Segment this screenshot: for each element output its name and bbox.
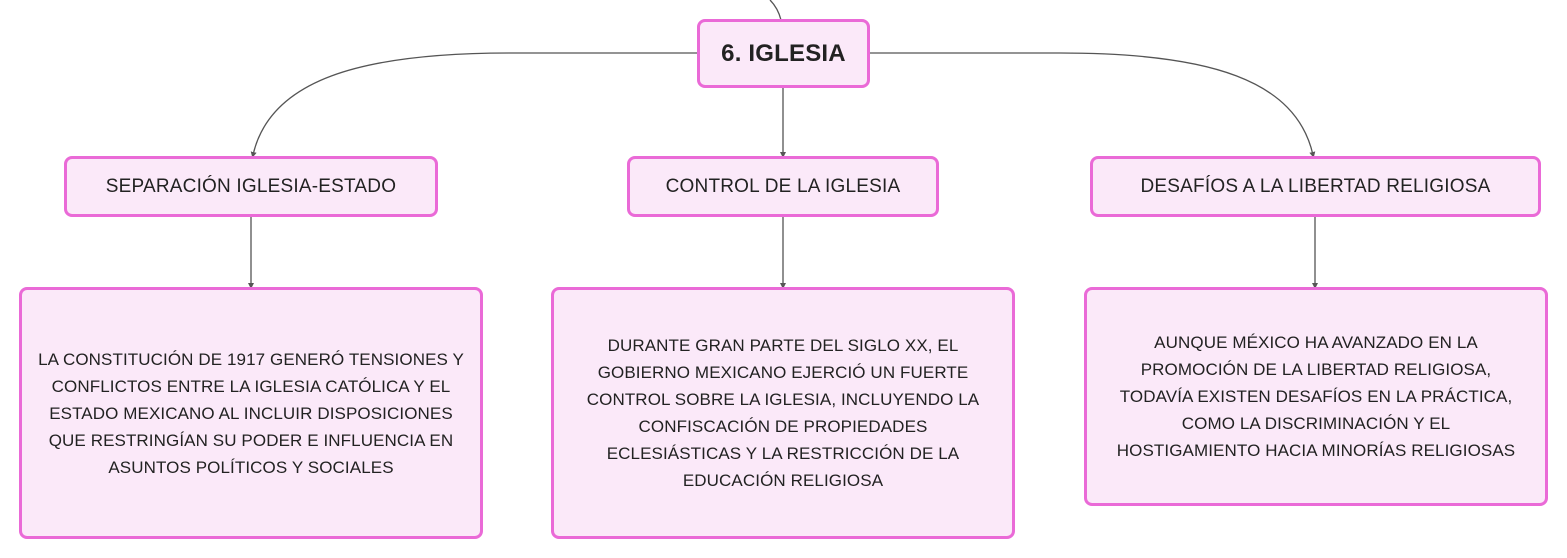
connector-root-to-branch-3 xyxy=(869,52,1316,158)
detail-node-desafios[interactable]: AUNQUE MÉXICO HA AVANZADO EN LA PROMOCIÓ… xyxy=(1084,287,1548,506)
detail-node-control[interactable]: DURANTE GRAN PARTE DEL SIGLO XX, EL GOBI… xyxy=(551,287,1015,539)
detail-line: CONTROL SOBRE LA IGLESIA, INCLUYENDO LA xyxy=(586,390,980,409)
detail-line: ASUNTOS POLÍTICOS Y SOCIALES xyxy=(108,457,394,477)
branch-node-desafios[interactable]: DESAFÍOS A LA LIBERTAD RELIGIOSA xyxy=(1090,156,1541,217)
detail-line: PROMOCIÓN DE LA LIBERTAD RELIGIOSA, xyxy=(1140,360,1492,379)
branch-node-control[interactable]: CONTROL DE LA IGLESIA xyxy=(627,156,939,217)
detail-line: AUNQUE MÉXICO HA AVANZADO EN LA xyxy=(1154,333,1478,352)
detail-line: QUE RESTRINGÍAN SU PODER E INFLUENCIA EN xyxy=(48,430,454,450)
detail-line: CONFLICTOS ENTRE LA IGLESIA CATÓLICA Y E… xyxy=(51,376,451,396)
branch-node-label: DESAFÍOS A LA LIBERTAD RELIGIOSA xyxy=(1140,175,1491,197)
detail-node-separacion[interactable]: LA CONSTITUCIÓN DE 1917 GENERÓ TENSIONES… xyxy=(19,287,483,539)
detail-line: GOBIERNO MEXICANO EJERCIÓ UN FUERTE xyxy=(597,363,969,382)
branch-node-label: SEPARACIÓN IGLESIA-ESTADO xyxy=(105,175,397,197)
root-node[interactable]: 6. IGLESIA xyxy=(697,19,870,88)
detail-line: TODAVÍA EXISTEN DESAFÍOS EN LA PRÁCTICA, xyxy=(1119,387,1513,406)
detail-line: HOSTIGAMIENTO HACIA MINORÍAS RELIGIOSAS xyxy=(1116,441,1516,460)
detail-line: DURANTE GRAN PARTE DEL SIGLO XX, EL xyxy=(607,336,959,355)
connector-parent-to-root xyxy=(769,0,782,21)
detail-line: EDUCACIÓN RELIGIOSA xyxy=(682,471,884,490)
branch-node-label: CONTROL DE LA IGLESIA xyxy=(665,175,901,197)
detail-line: CONFISCACIÓN DE PROPIEDADES xyxy=(638,417,928,436)
detail-line: LA CONSTITUCIÓN DE 1917 GENERÓ TENSIONES… xyxy=(38,349,464,369)
detail-line: COMO LA DISCRIMINACIÓN Y EL xyxy=(1181,414,1451,433)
detail-node-text: DURANTE GRAN PARTE DEL SIGLO XX, EL GOBI… xyxy=(587,332,980,494)
detail-node-text: AUNQUE MÉXICO HA AVANZADO EN LA PROMOCIÓ… xyxy=(1117,329,1515,464)
detail-node-text: LA CONSTITUCIÓN DE 1917 GENERÓ TENSIONES… xyxy=(38,346,464,481)
detail-line: ECLESIÁSTICAS Y LA RESTRICCIÓN DE LA xyxy=(606,444,960,463)
branch-node-separacion[interactable]: SEPARACIÓN IGLESIA-ESTADO xyxy=(64,156,438,217)
root-node-label: 6. IGLESIA xyxy=(721,39,846,67)
detail-line: ESTADO MEXICANO AL INCLUIR DISPOSICIONES xyxy=(49,403,453,423)
connector-root-to-branch-1 xyxy=(250,52,697,158)
